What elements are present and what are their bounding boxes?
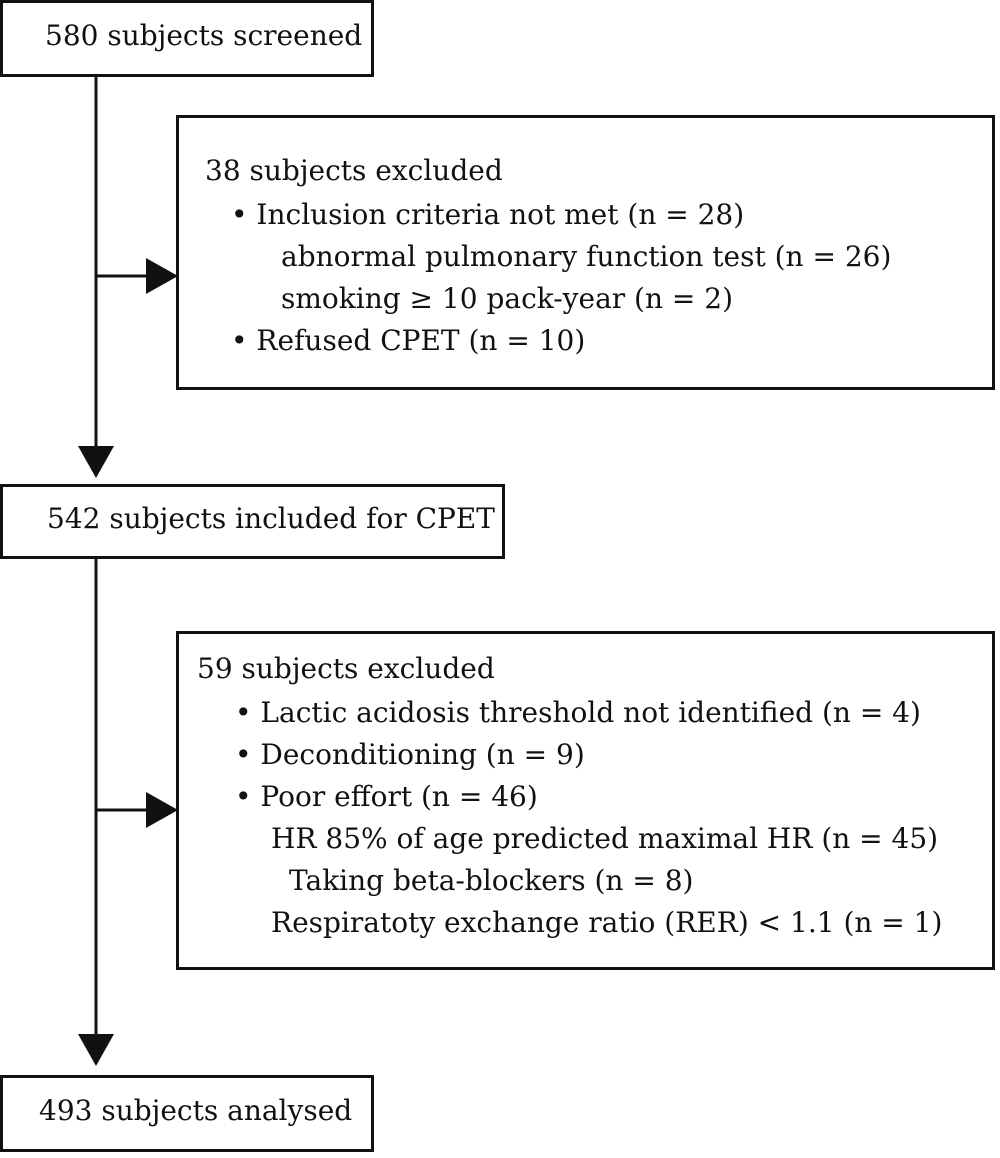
- included-label: 542 subjects included for CPET: [47, 502, 495, 535]
- screened-box: 580 subjects screened: [0, 0, 374, 77]
- screened-label: 580 subjects screened: [45, 19, 363, 52]
- excluded-2-item: • Poor effort (n = 46): [235, 780, 538, 813]
- down-arrowhead-1: [78, 446, 114, 478]
- analysed-box: 493 subjects analysed: [0, 1075, 374, 1152]
- included-box: 542 subjects included for CPET: [0, 484, 505, 559]
- excluded-2-subitem: HR 85% of age predicted maximal HR (n = …: [271, 822, 939, 855]
- right-arrowhead-1: [146, 258, 178, 294]
- excluded-1-item: • Refused CPET (n = 10): [231, 324, 586, 357]
- excluded-2-subsubitem: Taking beta-blockers (n = 8): [289, 864, 694, 897]
- down-arrowhead-2: [78, 1034, 114, 1066]
- excluded-2-item: • Deconditioning (n = 9): [235, 738, 585, 771]
- excluded-box-1: 38 subjects excluded • Inclusion criteri…: [176, 115, 995, 390]
- excluded-2-subitem: Respiratoty exchange ratio (RER) < 1.1 (…: [271, 906, 943, 939]
- excluded-1-subitem: smoking ≥ 10 pack-year (n = 2): [281, 282, 734, 315]
- excluded-1-title: 38 subjects excluded: [205, 154, 503, 187]
- excluded-2-title: 59 subjects excluded: [197, 652, 495, 685]
- analysed-label: 493 subjects analysed: [39, 1094, 353, 1127]
- excluded-box-2: 59 subjects excluded • Lactic acidosis t…: [176, 631, 995, 970]
- excluded-2-item: • Lactic acidosis threshold not identifi…: [235, 696, 921, 729]
- excluded-1-item: • Inclusion criteria not met (n = 28): [231, 198, 745, 231]
- excluded-1-subitem: abnormal pulmonary function test (n = 26…: [281, 240, 892, 273]
- right-arrowhead-2: [146, 792, 178, 828]
